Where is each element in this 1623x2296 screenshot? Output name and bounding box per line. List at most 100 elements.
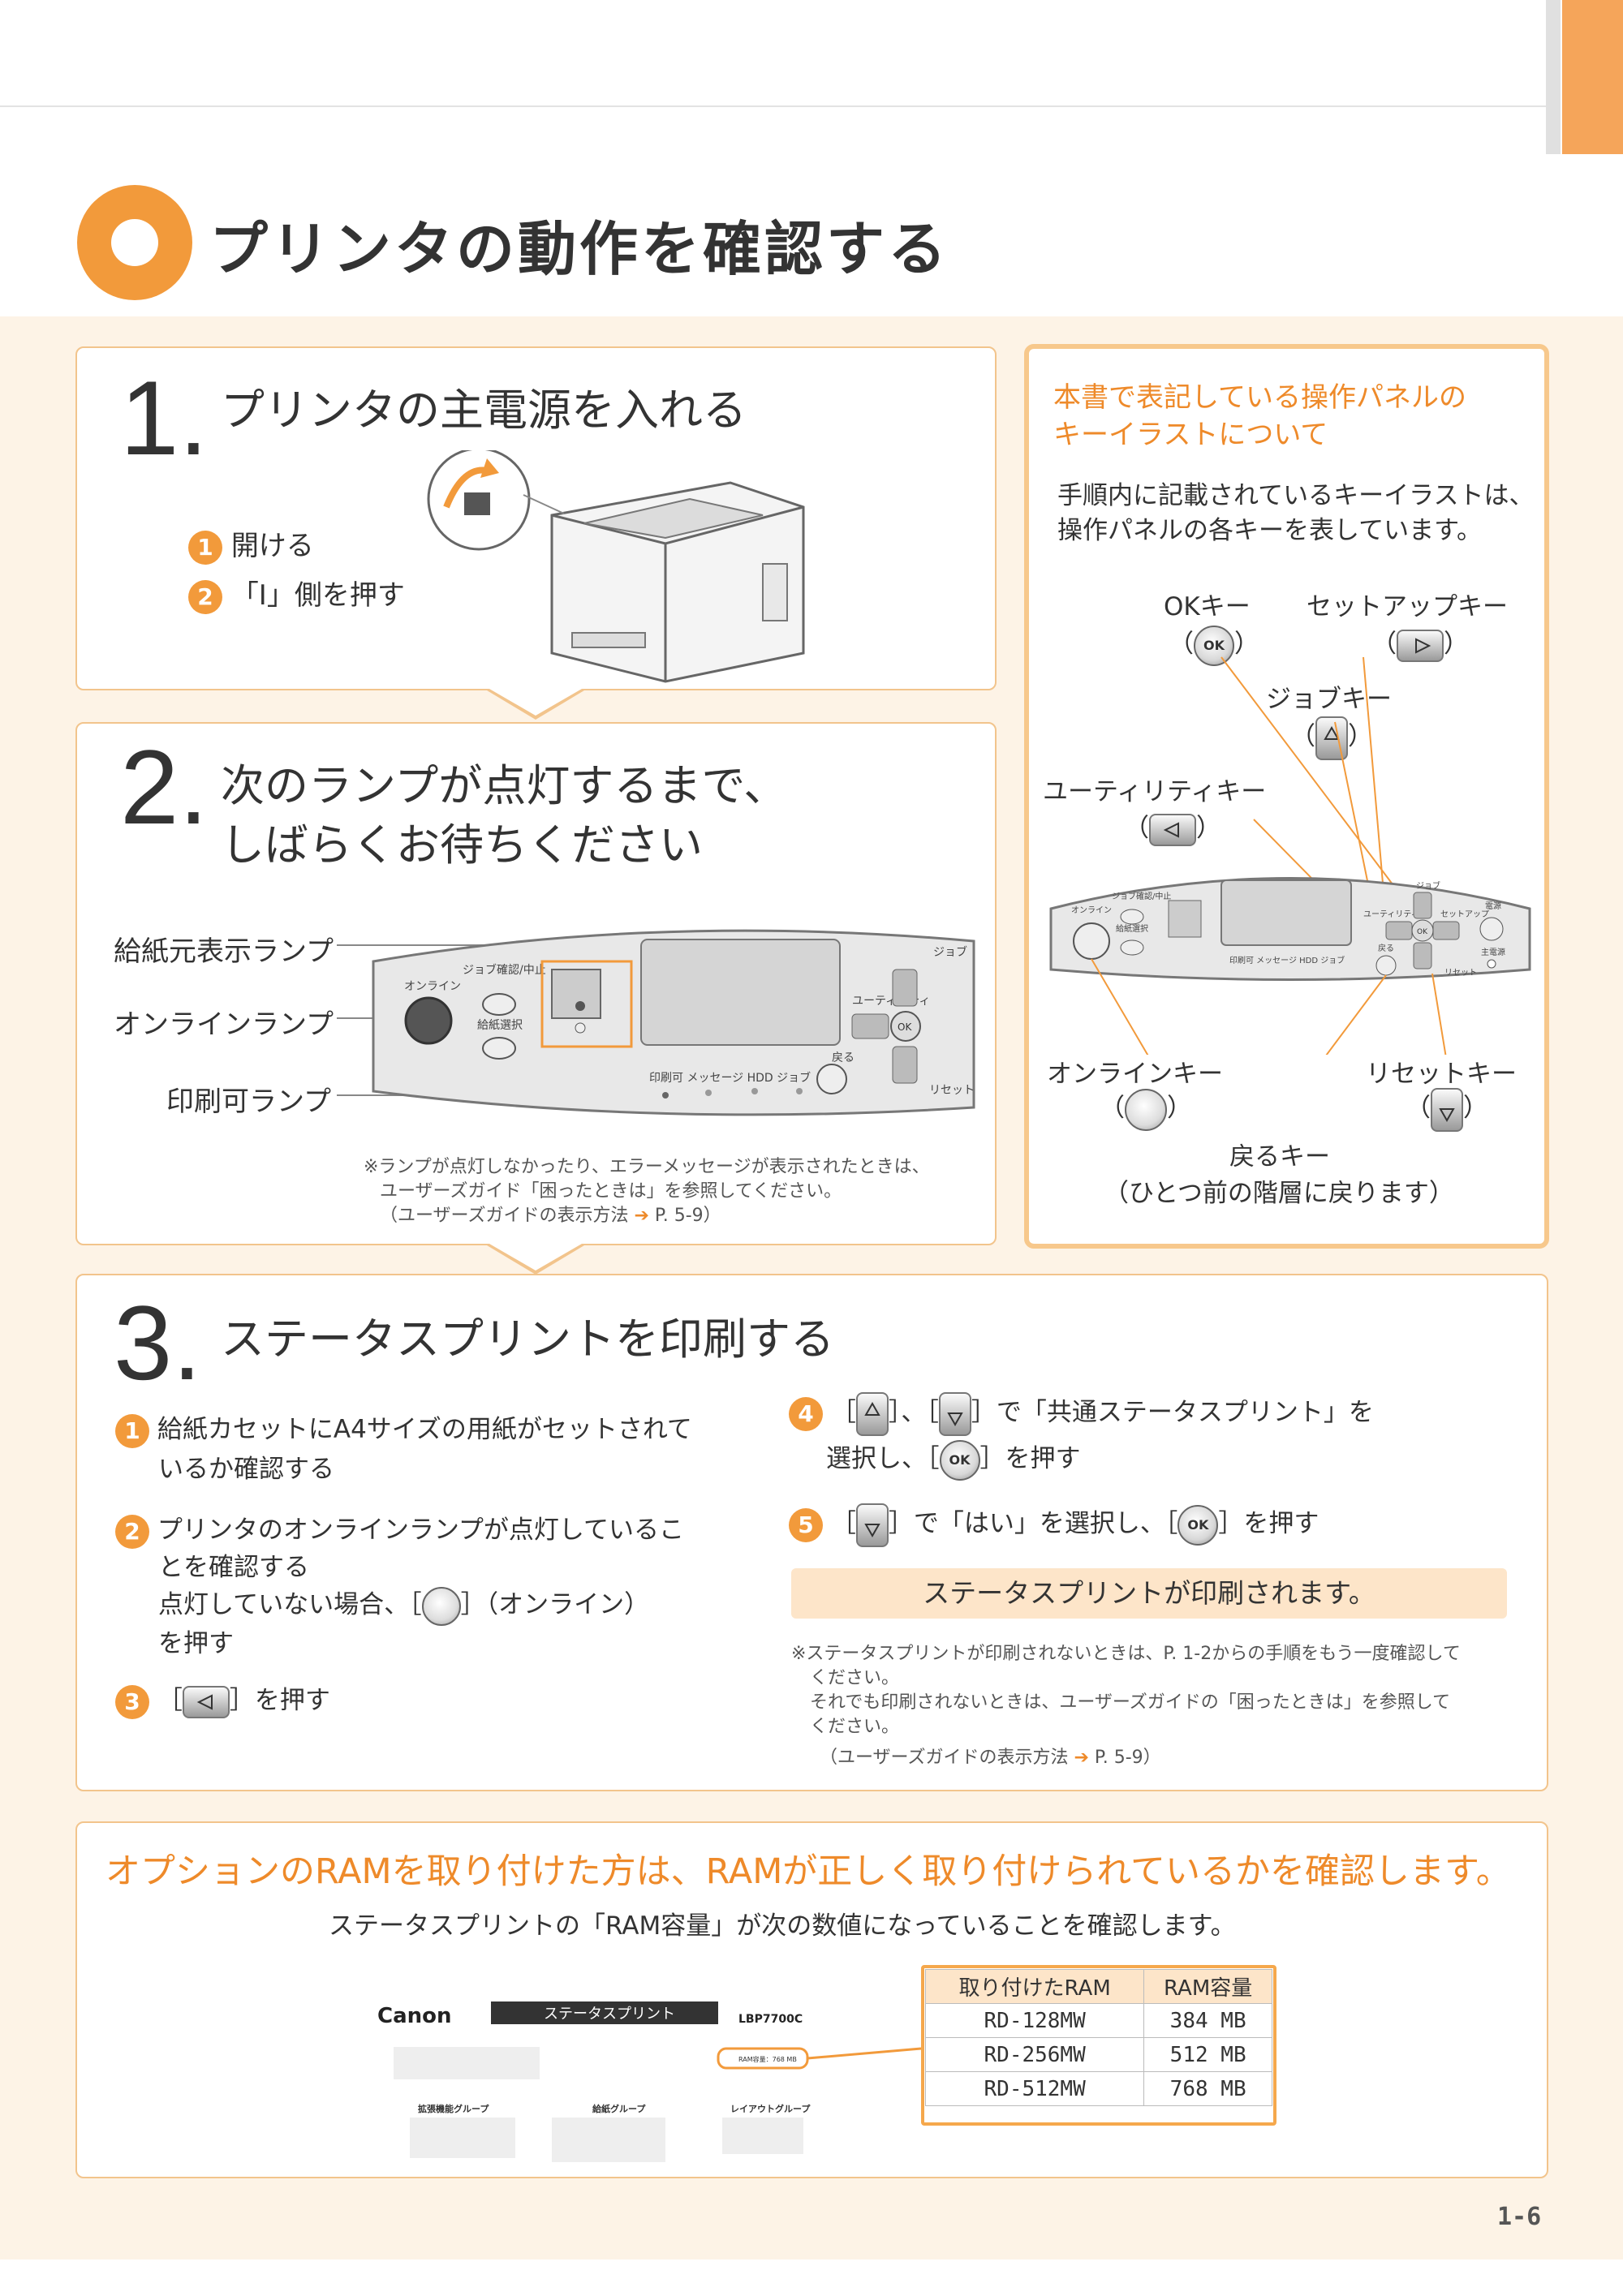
utility-key-label: ユーティリティキー — [1043, 777, 1267, 806]
lamp-label-ready: 印刷可ランプ — [166, 1086, 331, 1118]
svg-text:印刷可 メッセージ HDD ジョブ: 印刷可 メッセージ HDD ジョブ — [1229, 955, 1345, 965]
step2-note-line3: （ユーザーズガイドの表示方法 ➔ P. 5-9） — [380, 1201, 721, 1227]
ram-box — [75, 1821, 1548, 2178]
step2-note-ref[interactable]: P. 5-9） — [654, 1206, 721, 1226]
table-row: RD-512MW 768 MB — [924, 2071, 1272, 2106]
svg-text:RAM容量：768 MB: RAM容量：768 MB — [738, 2055, 797, 2063]
online-key-icon — [421, 1586, 461, 1626]
text: （ユーザーズガイドの表示方法 — [820, 1748, 1069, 1768]
paren: （ — [1406, 1094, 1431, 1123]
job-key-icon — [1315, 716, 1348, 760]
text: 点灯していない場合、［ — [158, 1590, 422, 1619]
step3-note-line2: ください。 — [810, 1668, 900, 1688]
paren: ） — [1234, 630, 1259, 659]
table-cell: RD-128MW — [924, 2003, 1145, 2038]
step2-title-line1: 次のランプが点灯するまで、 — [221, 760, 788, 811]
ok-key-label: OKキー — [1164, 592, 1251, 621]
job-key-icon — [855, 1391, 889, 1436]
chapter-tab — [1562, 0, 1623, 154]
svg-text:電源: 電源 — [1485, 901, 1501, 911]
step3-number: 3. — [114, 1283, 202, 1402]
paren: ） — [1444, 630, 1469, 659]
reset-key-icon — [938, 1391, 971, 1436]
sidebox-desc-line1: 手順内に記載されているキーイラストは、 — [1057, 481, 1535, 510]
svg-text:ジョブ: ジョブ — [933, 945, 967, 959]
step3-note-ref[interactable]: P. 5-9） — [1094, 1748, 1161, 1768]
ok-key-icon: OK — [939, 1439, 980, 1481]
text: ］で「共通ステータスプリント」を — [971, 1398, 1374, 1427]
table-header: 取り付けたRAM — [924, 1969, 1145, 2004]
header-divider — [0, 105, 1546, 107]
text: ］（オンライン） — [460, 1590, 650, 1619]
title-bullet-icon — [77, 185, 192, 300]
step3-item-5: 5 ［］で「はい」を選択し、［OK］を押す — [789, 1503, 1319, 1547]
svg-text:印刷可 メッセージ HDD ジョブ: 印刷可 メッセージ HDD ジョブ — [649, 1071, 811, 1085]
svg-text:レイアウトグループ: レイアウトグループ — [730, 2103, 811, 2114]
paren: ） — [1463, 1094, 1488, 1123]
step3-title: ステータスプリントを印刷する — [221, 1314, 834, 1365]
back-key-note: （ひとつ前の階層に戻ります） — [1104, 1179, 1454, 1208]
step3-item-4-line2: 選択し、［OK］を押す — [826, 1438, 1081, 1481]
utility-key-sample: （） — [1124, 807, 1221, 846]
result-banner: ステータスプリントが印刷されます。 — [791, 1568, 1507, 1619]
lcd-display — [640, 939, 841, 1046]
step1-item-2-text: 「I」側を押す — [230, 579, 405, 612]
utility-key-icon — [182, 1685, 230, 1718]
ok-key-sample: （OK） — [1169, 623, 1259, 666]
text: ［ — [830, 1509, 856, 1538]
sidebox-panel-illustration: オンライン ジョブ確認/中止 給紙選択 ジョブ ユーティリティ セットアップ O… — [1049, 656, 1531, 1055]
step1-number: 1. — [120, 359, 209, 477]
paren: （ — [1290, 722, 1315, 751]
step3-item-3: 3 ［］を押す — [115, 1679, 330, 1719]
step-badge: 1 — [188, 530, 222, 565]
svg-text:ステータスプリント: ステータスプリント — [544, 2006, 675, 2023]
svg-text:ジョブ: ジョブ — [1416, 880, 1440, 891]
table-row: RD-256MW 512 MB — [924, 2037, 1272, 2072]
lamp-label-online: オンラインランプ — [114, 1008, 334, 1041]
table-cell: RD-512MW — [924, 2071, 1145, 2106]
reset-key-label: リセットキー — [1366, 1060, 1517, 1089]
back-key-label: 戻るキー — [1229, 1142, 1330, 1172]
ram-heading: オプションのRAMを取り付けた方は、RAMが正しく取り付けられているかを確認しま… — [105, 1851, 1511, 1892]
svg-text:OK: OK — [898, 1021, 912, 1033]
svg-text:オンライン: オンライン — [1071, 905, 1112, 915]
text: ］で「はい」を選択し、［ — [888, 1509, 1178, 1538]
ram-table-frame — [921, 1965, 1276, 2126]
table-cell: 768 MB — [1143, 2071, 1272, 2106]
svg-text:セットアップ: セットアップ — [1440, 909, 1489, 919]
step2-number: 2. — [120, 728, 209, 846]
paren: （ — [1169, 630, 1194, 659]
table-header-row: 取り付けたRAM RAM容量 — [924, 1969, 1272, 2004]
step1-item-2: 2 「I」側を押す — [188, 573, 405, 614]
setup-key-icon — [1397, 629, 1444, 662]
reset-key-icon — [855, 1503, 889, 1547]
lamp-label-feed: 給紙元表示ランプ — [114, 935, 334, 968]
reset-key-sample: （） — [1406, 1087, 1488, 1132]
step3-item-1-line1: 給紙カセットにA4サイズの用紙がセットされて — [157, 1415, 692, 1444]
step3-item-1: 1 給紙カセットにA4サイズの用紙がセットされて — [115, 1408, 692, 1448]
ram-table: 取り付けたRAM RAM容量 RD-128MW 384 MB RD-256MW … — [924, 1969, 1272, 2106]
svg-text:Canon: Canon — [377, 2004, 452, 2028]
reset-key-icon — [1431, 1087, 1463, 1132]
online-lamp-icon — [404, 996, 453, 1045]
step-badge: 1 — [115, 1413, 149, 1448]
page-number: 1-6 — [1497, 2203, 1542, 2231]
step2-title-line2: しばらくお待ちください — [221, 819, 703, 871]
step1-title: プリンタの主電源を入れる — [221, 385, 747, 436]
ok-key-icon: OK — [1194, 625, 1234, 666]
step-badge: 5 — [789, 1507, 823, 1542]
table-cell: 512 MB — [1143, 2037, 1272, 2072]
paren: （ — [1371, 630, 1397, 659]
text: ］、［ — [888, 1398, 939, 1427]
svg-text:戻る: 戻る — [1378, 943, 1394, 953]
step3-item-2-line1: プリンタのオンラインランプが点灯しているこ — [157, 1516, 684, 1545]
online-key-label: オンラインキー — [1047, 1060, 1223, 1089]
paren: ） — [1196, 814, 1221, 843]
job-key-sample: （） — [1290, 716, 1373, 760]
svg-text:リセット: リセット — [929, 1084, 975, 1097]
setup-key-label: セットアップキー — [1307, 592, 1508, 621]
step3-item-2-line4: を押す — [158, 1629, 234, 1658]
status-print-sample: Canon ステータスプリント LBP7700C RAM容量：768 MB 拡張… — [377, 2001, 922, 2162]
step2-note-line1: ※ランプが点灯しなかったり、エラーメッセージが表示されたときは、 — [364, 1157, 930, 1177]
svg-text:ジョブ確認/中止: ジョブ確認/中止 — [1112, 891, 1171, 901]
